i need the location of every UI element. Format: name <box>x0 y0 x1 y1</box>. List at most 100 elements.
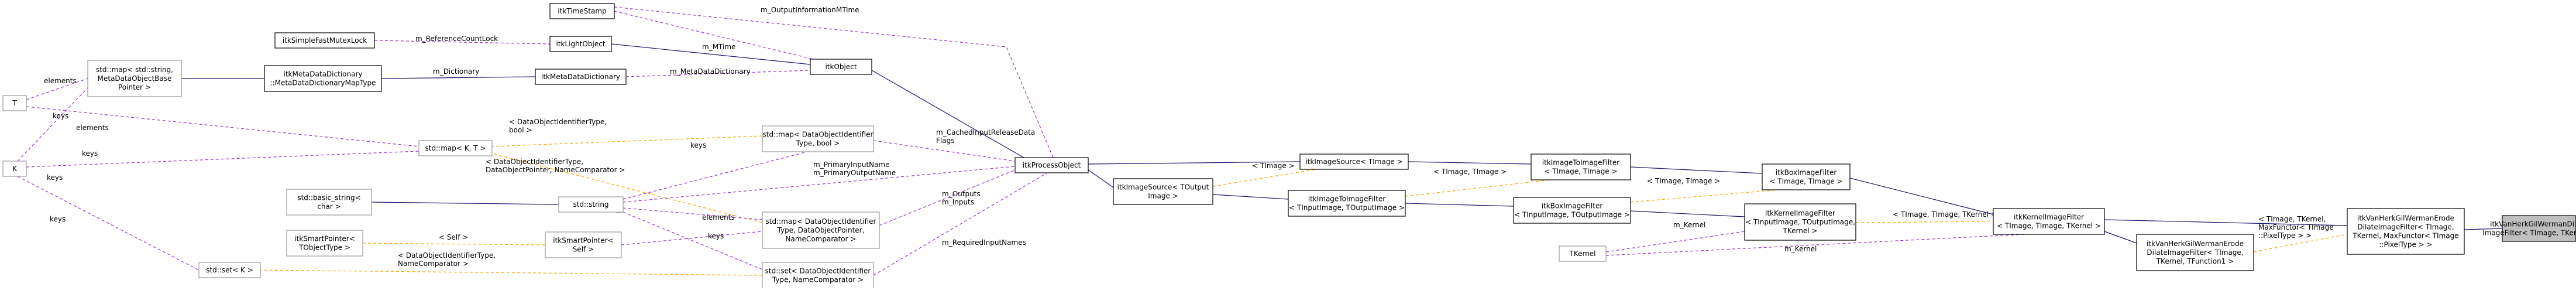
edge-image-source-output-to-image-source-t <box>1206 169 1317 190</box>
node-box <box>1531 153 1631 180</box>
node-label-line: itkImageSource< TImage > <box>1305 158 1402 166</box>
class-node-image-to-image-filter-io[interactable]: itkImageToImageFilter< TInputImage, TOut… <box>1288 190 1406 217</box>
edge-image-source-t-to-image-to-image-filter-tt <box>1408 161 1537 168</box>
node-label-line: ::MetaDataDictionaryMapType <box>270 79 376 87</box>
edge-label-text: m_RequiredInputNames <box>942 238 1026 247</box>
edge-label-line: keys <box>690 141 706 149</box>
class-node-process-object[interactable]: itkProcessObject <box>1014 157 1089 173</box>
class-node-t-kernel[interactable]: TKernel <box>1559 245 1607 262</box>
node-label-line: Type, bool > <box>796 139 840 148</box>
class-node-image-to-image-filter-tt[interactable]: itkImageToImageFilter< TImage, TImage > <box>1531 153 1631 180</box>
edge-label-line: < TImage > <box>1252 162 1295 170</box>
class-node-simple-fast-mutex-lock[interactable]: itkSimpleFastMutexLock <box>274 32 375 49</box>
class-node-set-data-object[interactable]: std::set< DataObjectIdentifierType, Name… <box>762 262 874 289</box>
node-label-line: Pointer > <box>118 83 151 91</box>
edge-label-kernel-1: m_Kernel <box>1673 221 1705 229</box>
class-node-t[interactable]: T <box>2 95 27 111</box>
class-node-map-data-object-bool[interactable]: std::map< DataObjectIdentifierType, bool… <box>762 125 874 152</box>
node-label-line: TKernel <box>1569 250 1595 258</box>
class-node-kernel-image-filter-ttk[interactable]: itkKernelImageFilter< TImage, TImage, TK… <box>1993 208 2105 235</box>
class-node-set-k[interactable]: std::set< K > <box>198 262 261 278</box>
class-node-box-image-filter-io[interactable]: itkBoxImageFilter< TInputImage, TOutputI… <box>1513 197 1631 224</box>
node-box <box>762 125 874 152</box>
edge-t-to-map-kt <box>20 103 419 147</box>
class-node-basic-string[interactable]: std::basic_string<char > <box>286 189 372 216</box>
node-box <box>1299 153 1409 170</box>
class-node-smart-pointer-self[interactable]: itkSmartPointer<Self > <box>545 231 622 258</box>
class-node-k[interactable]: K <box>2 161 27 177</box>
edge-t-to-map-string-meta <box>20 78 88 105</box>
class-node-light-object[interactable]: itkLightObject <box>549 36 612 52</box>
class-node-map-data-object-pointer[interactable]: std::map< DataObjectIdentifierType, Data… <box>762 211 880 249</box>
edge-label-line: elements <box>44 77 77 85</box>
edge-label-line: < TImage, TImage > <box>1647 177 1720 185</box>
node-label-line: ::PixelType > > <box>2379 241 2432 249</box>
node-label-line: itkBoxImageFilter <box>1542 202 1603 210</box>
node-label-line: std::map< DataObjectIdentifier <box>766 217 876 226</box>
node-box <box>1762 163 1851 190</box>
class-node-meta-data-dictionary[interactable]: itkMetaDataDictionary <box>535 69 627 85</box>
edge-label-timage-1: < TImage > <box>1252 162 1295 170</box>
edge-label-text: m_Dictionary <box>433 67 479 76</box>
class-node-time-stamp[interactable]: itkTimeStamp <box>549 3 615 19</box>
class-node-van-herk-gil-werman-erode-dilate-generic[interactable]: itkVanHerkGilWermanErodeDilateImageFilte… <box>2136 234 2254 271</box>
node-box <box>535 69 627 85</box>
node-label-line: < TInputImage, TOutputImage > <box>1514 211 1630 219</box>
node-label-line: itkKernelImageFilter <box>1765 209 1835 217</box>
node-box <box>274 32 375 49</box>
edge-label-line: m_ReferenceCountLock <box>415 35 498 43</box>
class-node-object[interactable]: itkObject <box>810 59 872 75</box>
node-label-line: MetaDataObjectBase <box>98 74 172 83</box>
class-node-image-source-t[interactable]: itkImageSource< TImage > <box>1299 153 1409 170</box>
class-node-kernel-image-filter-generic[interactable]: itkKernelImageFilter< TInputImage, TOutp… <box>1744 203 1856 241</box>
edge-label-text: keys <box>50 215 66 223</box>
class-node-smart-pointer-t[interactable]: itkSmartPointer<TObjectType > <box>286 230 363 257</box>
edge-map-data-object-bool-to-process-object <box>867 137 1016 162</box>
edge-label-keys-4: keys <box>47 173 63 182</box>
node-label-line: itkVanHerkGilWermanErode <box>2147 240 2244 248</box>
edge-label-text: < TImage, TImage > <box>1647 177 1720 185</box>
edge-label-map-args-1: < DataObjectIdentifierType,bool > <box>509 118 607 134</box>
node-label-line: TObjectType > <box>298 244 350 252</box>
edge-label-line: keys <box>708 232 724 240</box>
edge-label-line: m_Kernel <box>1673 221 1705 229</box>
edge-t-kernel-to-kernel-image-filter-generic <box>1600 231 1745 256</box>
edge-map-data-object-pointer-to-map-kt <box>491 153 769 227</box>
class-node-meta-dictionary-map-type[interactable]: itkMetaDataDictionary::MetaDataDictionar… <box>264 65 382 92</box>
class-node-van-herk-gil-werman-erode-dilate[interactable]: itkVanHerkGilWermanErodeDilateImageFilte… <box>2347 208 2465 255</box>
node-box <box>2502 215 2576 242</box>
edge-label-text: < TImage, TImage > <box>1433 168 1507 176</box>
edge-meta-dictionary-map-type-to-meta-data-dictionary <box>376 75 536 82</box>
node-label-line: itkImageToImageFilter <box>1542 159 1620 167</box>
node-label-line: itkImageSource< TOutput <box>1117 183 1209 192</box>
class-node-map-string-meta[interactable]: std::map< std::string,MetaDataObjectBase… <box>87 60 182 97</box>
edge-label-line: elements <box>76 124 109 132</box>
node-box <box>2347 208 2465 255</box>
node-box <box>2136 234 2254 271</box>
edge-label-text: m_Kernel <box>1673 221 1705 229</box>
edge-box-image-filter-tt-to-kernel-image-filter-ttk <box>1849 178 2000 219</box>
node-label-line: < TImage, TImage, TKernel > <box>1997 222 2101 230</box>
node-label-line: itkVanHerkGilWermanDilate <box>2490 220 2576 228</box>
node-label-line: char > <box>317 203 341 211</box>
class-node-map-kt[interactable]: std::map< K, T > <box>418 140 493 156</box>
edge-label-text: m_MTime <box>702 43 735 51</box>
edge-label-line: elements <box>702 213 735 221</box>
edge-k-to-set-k <box>11 170 200 271</box>
edge-label-line: m_MTime <box>702 43 735 51</box>
edge-label-line: NameComparator > <box>398 260 469 268</box>
edge-k-to-map-kt <box>20 151 419 170</box>
class-node-image-source-output[interactable]: itkImageSource< TOutputImage > <box>1113 178 1213 205</box>
edge-label-line: m_MetaDataDictionary <box>670 67 751 76</box>
class-node-string[interactable]: std::string <box>558 196 624 213</box>
edge-label-text: keys <box>690 141 706 149</box>
class-node-box-image-filter-tt[interactable]: itkBoxImageFilter< TImage, TImage > <box>1762 163 1851 190</box>
edge-label-text: < Self > <box>439 233 468 241</box>
node-label-line: itkObject <box>825 63 857 71</box>
edge-t-kernel-to-kernel-image-filter-ttk <box>1600 234 2025 259</box>
class-node-van-herk-gil-werman-dilate[interactable]: itkVanHerkGilWermanDilateImageFilter< TI… <box>2482 215 2576 242</box>
node-label-line: DilateImageFilter< TImage, <box>2147 248 2243 257</box>
edge-label-dictionary-2: m_MetaDataDictionary <box>670 67 751 76</box>
edge-label-line: m_Dictionary <box>433 67 479 76</box>
